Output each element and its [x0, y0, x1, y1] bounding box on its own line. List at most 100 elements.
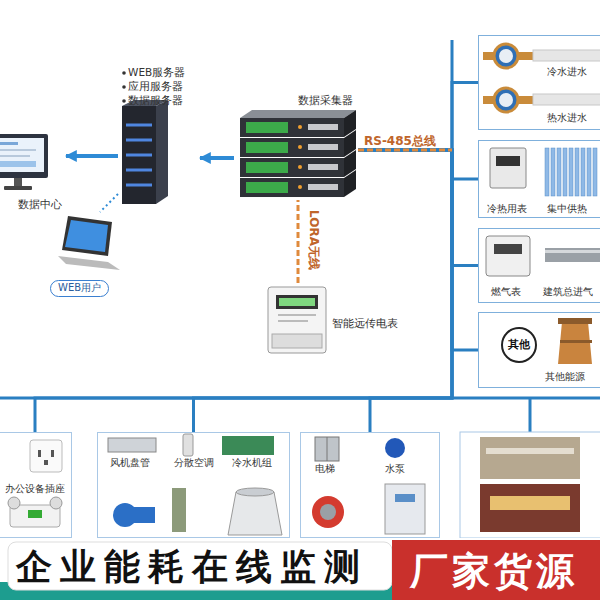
rs485-cable — [358, 149, 452, 152]
slab-port — [308, 144, 338, 150]
water-meter — [494, 88, 518, 112]
node-label: 电梯 — [315, 463, 335, 476]
hvac-equipment-box: 风机盘管 分散空调 冷水机组 — [97, 432, 290, 538]
elevator-door — [327, 437, 328, 461]
water-meter — [494, 44, 518, 68]
radiator-fin — [581, 148, 585, 196]
collector-slab — [240, 110, 356, 137]
node-label: 分散空调 — [174, 457, 214, 470]
screen-line — [0, 149, 36, 151]
bus-connector — [358, 150, 452, 432]
flow-arrow — [200, 156, 234, 160]
bus-connector — [358, 150, 478, 350]
photo-detail — [486, 448, 574, 454]
node-label: 冷水机组 — [232, 457, 272, 470]
radiator — [545, 148, 597, 196]
edge-label: RS-485总线 — [364, 133, 436, 150]
laptop-keyboard — [58, 256, 120, 270]
node-label: WEB用户 — [50, 280, 109, 297]
slab-led — [298, 165, 302, 169]
slab-front — [240, 138, 344, 157]
bus-connector — [358, 150, 478, 266]
meter-lcd — [279, 298, 315, 306]
water-pipe — [533, 50, 600, 61]
office-equipment-box: 办公设备插座 — [0, 432, 72, 538]
radiator-fin — [557, 148, 561, 196]
server-stripe — [126, 139, 152, 142]
power-equipment-box: 电梯 水泵 — [300, 432, 440, 538]
slab-panel — [246, 122, 288, 133]
pump-motor — [133, 507, 155, 523]
radiator-fin — [593, 148, 597, 196]
bullet-dot — [122, 99, 126, 103]
slab-led — [298, 145, 302, 149]
banner-badge-text: 厂家货源 — [410, 546, 578, 597]
energy-barrel — [558, 322, 592, 364]
elevator — [315, 437, 339, 461]
pipe-highlight — [545, 250, 600, 253]
water-pump — [385, 438, 405, 458]
water-heater — [385, 484, 425, 534]
gas-meter-box: 燃气表建筑总进气 — [478, 228, 600, 303]
fan-hub — [320, 504, 336, 520]
data-center-monitor: 数据中心 — [0, 128, 66, 214]
bullet-dot — [122, 85, 126, 89]
water-pipe — [533, 94, 600, 105]
screen-bar — [0, 142, 18, 145]
node-label: 建筑总进气 — [543, 286, 593, 299]
gas-meter — [486, 236, 530, 276]
monitor-stand — [14, 178, 22, 186]
heater-display — [395, 494, 415, 502]
gas-meter-display — [494, 244, 522, 254]
node-label: 冷热用表 — [487, 203, 527, 216]
slab-led — [298, 185, 302, 189]
bus-line — [0, 397, 600, 400]
collector-slab — [240, 130, 356, 157]
photo-detail — [490, 496, 570, 510]
radiator-fin — [545, 148, 549, 196]
server-stripe — [126, 154, 152, 157]
lamp-head — [50, 497, 62, 509]
wireless-link — [297, 200, 300, 283]
node-label: 智能远传电表 — [332, 317, 398, 330]
bus-drop — [529, 398, 532, 432]
vertical-pump — [172, 488, 186, 532]
bus-connector — [194, 150, 453, 432]
bullet-dot — [122, 71, 126, 75]
exhaust-fan — [312, 496, 344, 528]
slab-side — [344, 170, 356, 197]
node-label: 热水进水 — [547, 112, 587, 125]
node-label: 集中供热 — [547, 203, 587, 216]
bus-line — [451, 40, 454, 398]
monitor-screen — [0, 138, 44, 172]
other-energy-box: 其他能源其他 — [478, 312, 600, 388]
node-label: 其他能源 — [545, 371, 585, 384]
slab-port — [308, 124, 338, 130]
bus-connector — [358, 83, 478, 151]
node-label: WEB服务器 — [128, 66, 185, 79]
kitchen-photo — [480, 437, 580, 479]
web-user-laptop: WEB用户 — [48, 212, 120, 302]
slab-front — [240, 118, 344, 137]
meter-body — [268, 287, 326, 353]
split-ac — [183, 434, 193, 456]
laptop-lid — [62, 216, 112, 256]
meter-line — [278, 314, 316, 316]
heat-meter-box: 冷热用表 集中供热 — [478, 140, 600, 218]
meter-dial — [499, 93, 513, 107]
server-side — [156, 100, 168, 204]
exit-sign — [28, 510, 42, 518]
meter-line — [278, 320, 308, 322]
meter-display — [276, 295, 318, 309]
wall-socket — [30, 440, 62, 472]
node-label: 风机盘管 — [110, 457, 150, 470]
collector-slab — [240, 150, 356, 177]
barrel-lid — [558, 318, 592, 324]
lamp-head — [8, 497, 20, 509]
cooling-tower — [228, 492, 282, 535]
node-label: 水泵 — [385, 463, 405, 476]
socket-hole — [38, 450, 41, 457]
radiator-fin — [587, 148, 591, 196]
node-label: 数据服务器 — [128, 94, 183, 107]
